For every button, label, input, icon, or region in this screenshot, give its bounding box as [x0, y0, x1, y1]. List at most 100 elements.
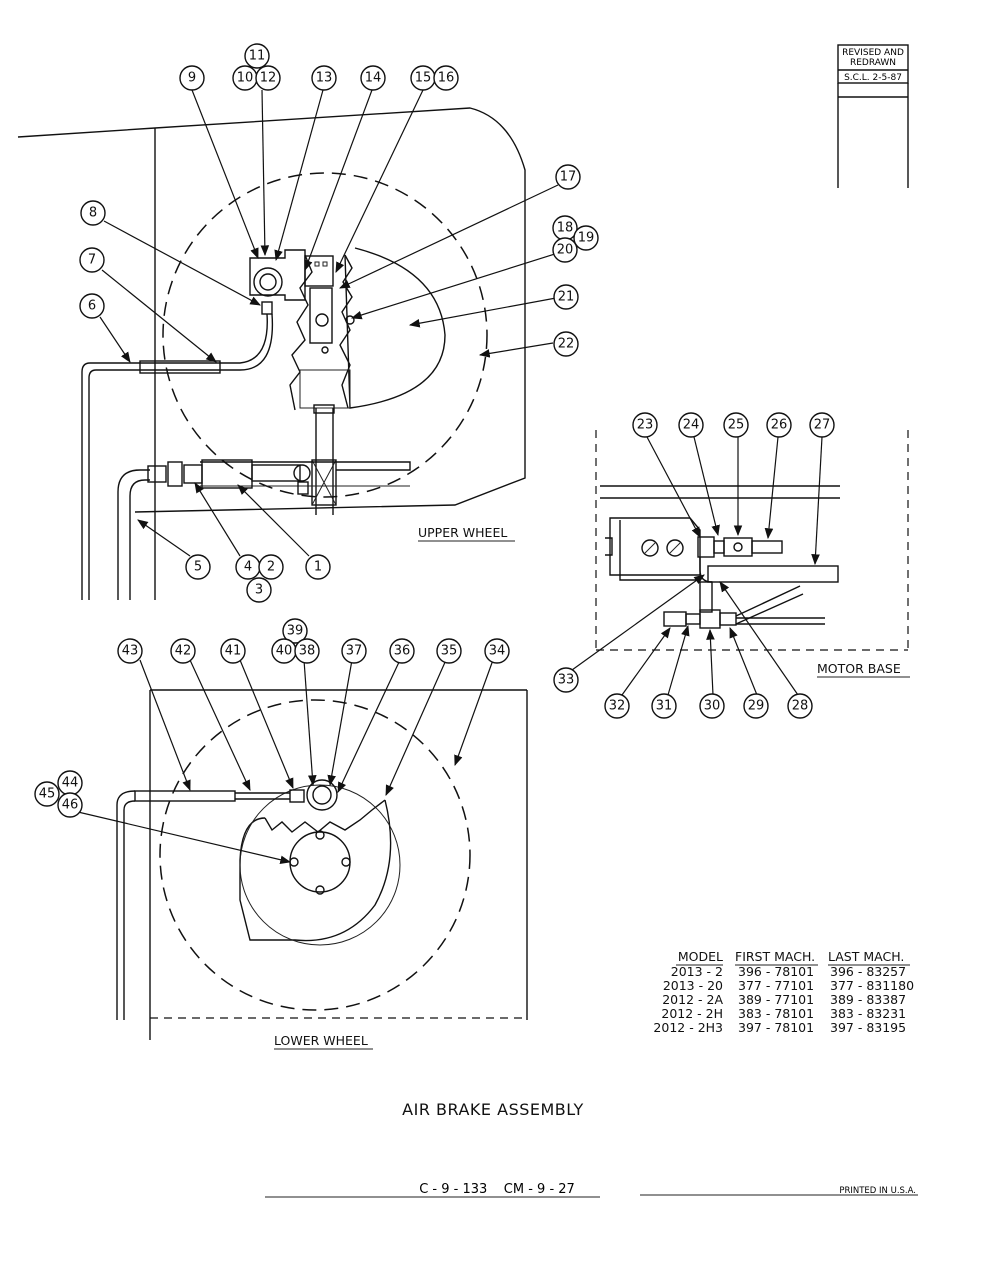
svg-text:4: 4 [244, 560, 252, 575]
svg-text:29: 29 [748, 699, 765, 714]
callout-14: 14 [360, 65, 386, 91]
callout-16: 16 [433, 65, 459, 91]
svg-text:16: 16 [438, 71, 455, 86]
svg-text:28: 28 [792, 699, 809, 714]
callout-32: 32 [604, 693, 630, 719]
svg-text:35: 35 [441, 644, 458, 659]
table-row-model: 2013 - 20 [663, 978, 723, 993]
svg-text:24: 24 [683, 418, 700, 433]
callout-39: 39 [282, 618, 308, 644]
callout-33: 33 [553, 667, 579, 693]
table-row-model: 2012 - 2H3 [653, 1020, 723, 1035]
svg-text:13: 13 [316, 71, 333, 86]
footer-code: C - 9 - 133 CM - 9 - 27 [419, 1182, 575, 1197]
callout-19: 19 [573, 225, 599, 251]
svg-text:34: 34 [489, 644, 506, 659]
svg-text:2: 2 [267, 560, 275, 575]
svg-text:23: 23 [637, 418, 654, 433]
table-row-model: 2012 - 2H [661, 1006, 723, 1021]
callout-44: 44 [57, 770, 83, 796]
svg-text:46: 46 [62, 798, 79, 813]
callout-4: 4 [235, 554, 261, 580]
callout-45: 45 [34, 781, 60, 807]
svg-text:42: 42 [175, 644, 192, 659]
table-row-model: 2013 - 2 [671, 964, 723, 979]
svg-text:8: 8 [89, 206, 97, 221]
svg-text:27: 27 [814, 418, 831, 433]
callout-6: 6 [79, 293, 105, 319]
svg-text:12: 12 [260, 71, 277, 86]
callout-21: 21 [553, 284, 579, 310]
table-row-last: 396 - 83257 [830, 964, 906, 979]
callout-22: 22 [553, 331, 579, 357]
callout-7: 7 [79, 247, 105, 273]
svg-text:15: 15 [415, 71, 432, 86]
svg-text:25: 25 [728, 418, 745, 433]
callout-40: 40 [271, 638, 297, 664]
revision-line1: REVISED AND [842, 48, 904, 58]
svg-text:33: 33 [558, 673, 575, 688]
callout-3: 3 [246, 577, 272, 603]
callout-11: 11 [244, 43, 270, 69]
leader-lines [77, 89, 823, 864]
footer-printed: PRINTED IN U.S.A. [839, 1186, 916, 1196]
callout-30: 30 [699, 693, 725, 719]
revision-line3: S.C.L. 2-5-87 [844, 73, 902, 83]
revision-line2: REDRAWN [850, 58, 896, 68]
callout-1: 1 [305, 554, 331, 580]
svg-text:1: 1 [314, 560, 322, 575]
svg-text:19: 19 [578, 231, 595, 246]
table-row-first: 389 - 77101 [738, 992, 814, 1007]
svg-text:7: 7 [88, 253, 96, 268]
svg-text:6: 6 [88, 299, 96, 314]
callout-35: 35 [436, 638, 462, 664]
callout-25: 25 [723, 412, 749, 438]
page-title: AIR BRAKE ASSEMBLY [402, 1100, 584, 1119]
table-row-last: 377 - 831180 [830, 978, 914, 993]
callout-34: 34 [484, 638, 510, 664]
svg-text:31: 31 [656, 699, 673, 714]
svg-text:26: 26 [771, 418, 788, 433]
callout-10: 10 [232, 65, 258, 91]
svg-text:5: 5 [194, 560, 202, 575]
svg-text:32: 32 [609, 699, 626, 714]
table-header-last: LAST MACH. [828, 949, 904, 964]
table-row-first: 383 - 78101 [738, 1006, 814, 1021]
svg-text:14: 14 [365, 71, 382, 86]
callout-36: 36 [389, 638, 415, 664]
svg-text:21: 21 [558, 290, 575, 305]
model-table: MODEL FIRST MACH. LAST MACH. 2013 - 2 39… [653, 949, 914, 1035]
callout-26: 26 [766, 412, 792, 438]
callout-28: 28 [787, 693, 813, 719]
svg-text:18: 18 [557, 221, 574, 236]
table-row-last: 389 - 83387 [830, 992, 906, 1007]
table-row-first: 397 - 78101 [738, 1020, 814, 1035]
callout-12: 12 [255, 65, 281, 91]
callout-15: 15 [410, 65, 436, 91]
callout-37: 37 [341, 638, 367, 664]
svg-text:38: 38 [299, 644, 316, 659]
motor-base-view [595, 430, 909, 651]
table-header-first: FIRST MACH. [735, 949, 815, 964]
svg-text:45: 45 [39, 787, 56, 802]
callout-24: 24 [678, 412, 704, 438]
table-row-last: 397 - 83195 [830, 1020, 906, 1035]
upper-wheel-view [17, 107, 526, 600]
lower-wheel-view [116, 689, 528, 1040]
svg-text:44: 44 [62, 776, 79, 791]
svg-text:22: 22 [558, 337, 575, 352]
upper-wheel-label: UPPER WHEEL [418, 525, 507, 540]
svg-text:40: 40 [276, 644, 293, 659]
callout-5: 5 [185, 554, 211, 580]
callout-42: 42 [170, 638, 196, 664]
callout-29: 29 [743, 693, 769, 719]
callout-17: 17 [555, 164, 581, 190]
callout-8: 8 [80, 200, 106, 226]
callout-38: 38 [294, 638, 320, 664]
motor-base-label: MOTOR BASE [817, 661, 901, 676]
callout-2: 2 [258, 554, 284, 580]
revision-box: REVISED AND REDRAWN S.C.L. 2-5-87 [837, 44, 909, 188]
svg-text:36: 36 [394, 644, 411, 659]
callout-46: 46 [57, 792, 83, 818]
svg-text:39: 39 [287, 624, 304, 639]
